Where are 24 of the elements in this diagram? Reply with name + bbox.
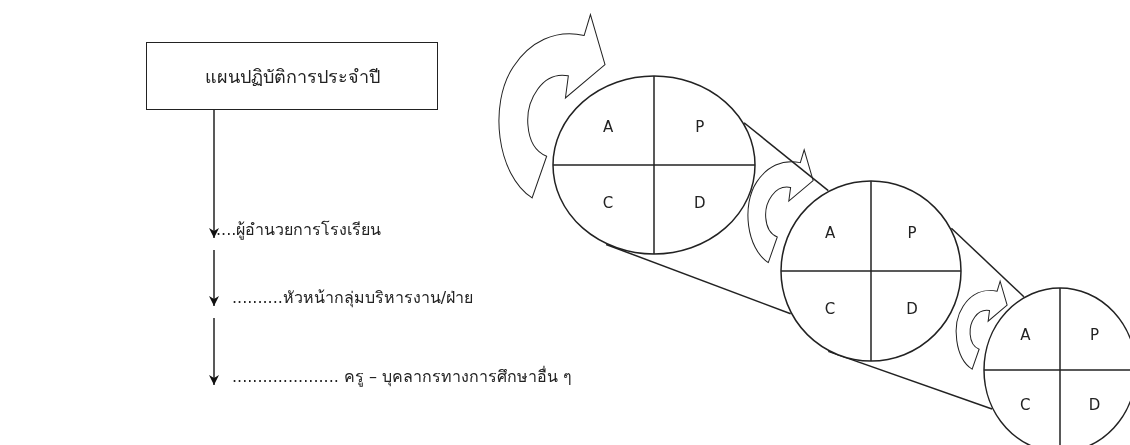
- pdca-circle: [780, 180, 962, 362]
- quadrant-letter: A: [824, 223, 836, 242]
- role-label: ..................... ครู – บุคลากรทางการศึกษาอื่น ๆ: [214, 362, 573, 392]
- quadrant-letter: P: [1090, 326, 1100, 345]
- quadrant-letter: C: [824, 300, 836, 319]
- quadrant-letter: D: [906, 300, 918, 319]
- arrow: [209, 317, 219, 386]
- connector-line: [605, 243, 792, 315]
- quadrant-letter: A: [602, 118, 614, 137]
- quadrant-letter: C: [602, 193, 614, 212]
- arrow: [209, 249, 219, 307]
- quadrant-letter: P: [907, 223, 917, 242]
- quadrant-letter: P: [695, 118, 705, 137]
- role-label: ....ผู้อำนวยการโรงเรียน: [214, 215, 382, 245]
- quadrant-letter: C: [1020, 395, 1031, 414]
- quadrant-letter: A: [1020, 326, 1031, 345]
- quadrant-letter: D: [694, 193, 706, 212]
- connector-line: [827, 350, 993, 410]
- process-box: แผนปฏิบัติการประจำปี: [146, 42, 438, 110]
- connector-line: [950, 227, 1025, 298]
- arrow: [209, 109, 219, 239]
- role-label: ..........หัวหน้ากลุ่มบริหารงาน/ฝ่าย: [214, 283, 474, 313]
- pdca-circle: [552, 75, 756, 255]
- quadrant-letter: D: [1088, 395, 1101, 414]
